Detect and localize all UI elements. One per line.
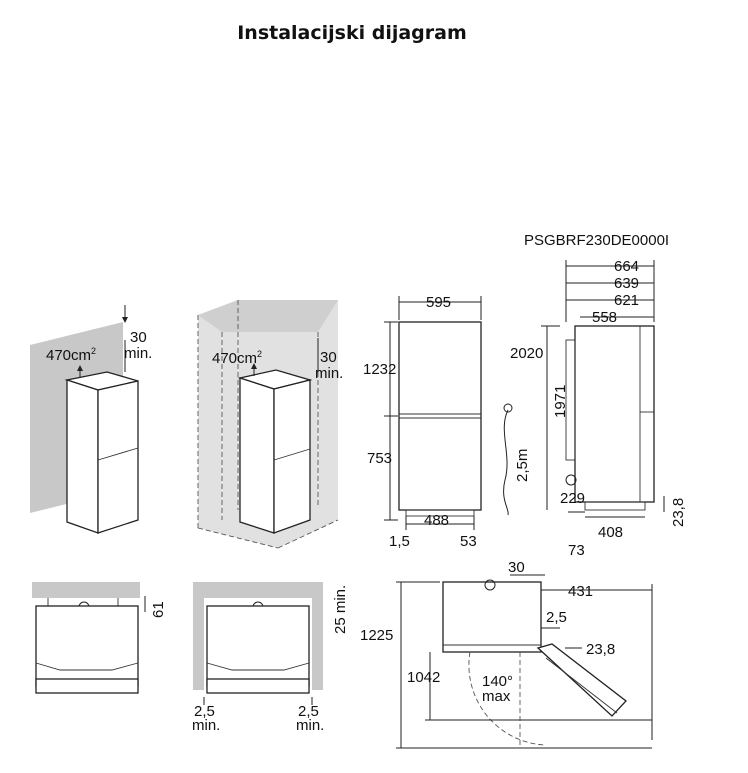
angle-label: 140° [482, 673, 513, 690]
base-width-label: 488 [424, 512, 449, 529]
plug-icon [565, 474, 577, 486]
fridge-top-outline [206, 605, 310, 687]
door-edge [35, 678, 139, 694]
fridge-front [239, 377, 275, 534]
foot-depth-label: 408 [598, 524, 623, 541]
front-view: 595 1232 753 488 1,5 53 2,5m [363, 294, 531, 550]
fridge-top-outline [35, 605, 139, 687]
width-label: 595 [426, 294, 451, 311]
door-depth-label: 431 [568, 583, 593, 600]
upper-height-label: 1232 [363, 361, 396, 378]
gap-unit-label: min. [315, 365, 343, 382]
fridge-front [66, 379, 99, 534]
handle-shape [35, 662, 139, 671]
model-code: PSGBRF230DE0000I [524, 232, 669, 249]
left-offset-label: 1,5 [389, 533, 410, 550]
recess-view-cabinet: 470cm2 30 min. [197, 300, 343, 549]
angle-unit-label: max [482, 688, 511, 705]
total-height-label: 2020 [510, 345, 543, 362]
foot-height-label: 23,8 [670, 498, 687, 527]
top-view-niche: 25 min. 2,5 min. 2,5 min. [192, 582, 349, 734]
depth-dims: 664 639 621 558 [565, 258, 655, 326]
page-title: Instalacijski dijagram [237, 22, 467, 44]
fridge-side [97, 380, 139, 534]
depth-621-label: 621 [614, 292, 639, 309]
gap-value-label: 30 [130, 329, 147, 346]
fridge-body [398, 321, 482, 511]
niche-wall [193, 582, 323, 690]
vent-area-label: 470cm2 [212, 349, 262, 367]
cable-length-label: 2,5m [514, 449, 531, 482]
wall-strip [32, 582, 140, 598]
power-cable [503, 409, 509, 516]
door-opening-view: 30 431 2,5 23,8 1225 1042 140° max [360, 559, 653, 749]
gap-unit-label: min. [124, 345, 152, 362]
left-clearance-unit: min. [192, 717, 220, 734]
left-clearance-label: 2,5 [194, 703, 215, 720]
plug-icon [484, 579, 496, 591]
fridge-side [273, 379, 311, 534]
plug-height-label: 229 [560, 490, 585, 507]
handle-shape [206, 662, 310, 671]
door-split-line [273, 448, 311, 461]
fridge-side-body [574, 325, 655, 503]
cabinet-top [198, 300, 338, 332]
body-height-label: 1971 [552, 385, 569, 418]
gap-value-label: 30 [320, 349, 337, 366]
rear-offset-label: 73 [568, 542, 585, 559]
depth-639-label: 639 [614, 275, 639, 292]
top-gap-label: 30 [508, 559, 525, 576]
hinge-gap-label: 2,5 [546, 609, 567, 626]
recess-view-wall: 470cm2 30 min. [30, 305, 152, 534]
total-depth-label: 1225 [360, 627, 393, 644]
door-swing-arc [468, 651, 546, 746]
depth-664-label: 664 [614, 258, 639, 275]
right-clearance-label: 2,5 [298, 703, 319, 720]
handle-depth-label: 23,8 [586, 641, 615, 658]
base-plinth [405, 509, 475, 517]
open-depth-label: 1042 [407, 669, 440, 686]
cabinet-edge-6 [277, 519, 339, 549]
side-view: PSGBRF230DE0000I 664 639 621 558 2020 19… [510, 232, 687, 559]
vent-area-label: 470cm2 [46, 346, 96, 364]
fridge-top-outline [442, 581, 542, 653]
right-offset-label: 53 [460, 533, 477, 550]
plug-icon [503, 403, 513, 413]
depth-558-label: 558 [592, 309, 617, 326]
open-door [536, 643, 627, 717]
door-split-line [97, 447, 139, 461]
lower-height-label: 753 [367, 450, 392, 467]
side-gap-label: 25 min. [332, 585, 349, 634]
top-view-wall: 61 [32, 582, 167, 694]
door-edge [206, 678, 310, 694]
rear-gap-label: 61 [150, 601, 167, 618]
foot-base [584, 501, 646, 511]
rear-condenser [565, 339, 576, 461]
cabinet-edge-5 [197, 527, 279, 549]
right-clearance-unit: min. [296, 717, 324, 734]
